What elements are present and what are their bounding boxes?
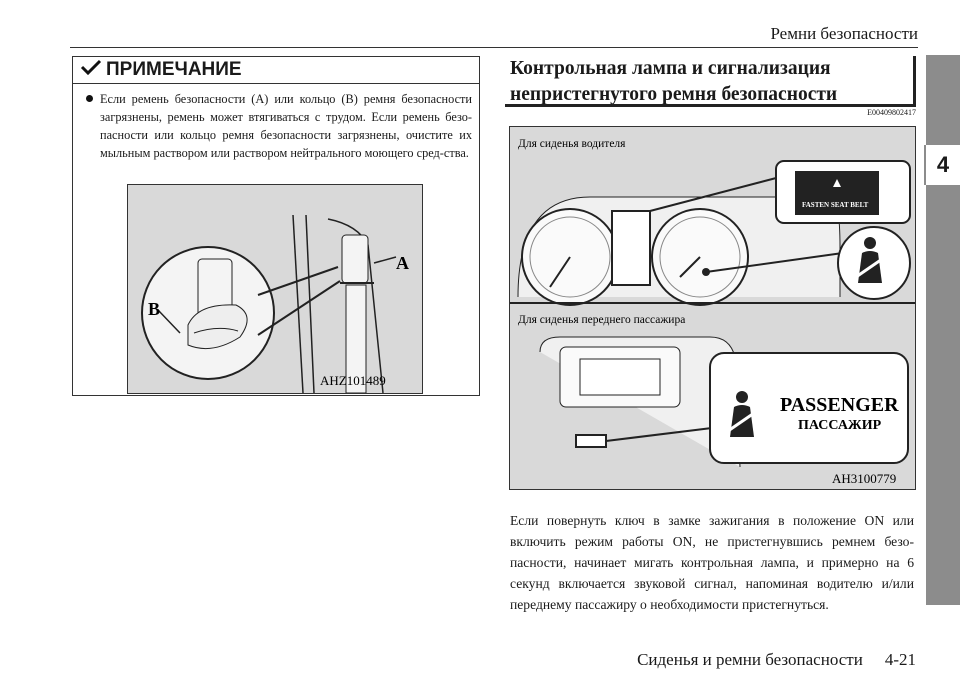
section-title-line1: Контрольная лампа и сигнализация bbox=[510, 58, 831, 79]
note-heading-text: ПРИМЕЧАНИЕ bbox=[106, 59, 242, 80]
figure-label-b: B bbox=[148, 299, 160, 319]
footer-section: Сиденья и ремни безопасности bbox=[637, 650, 863, 669]
bullet-icon bbox=[86, 95, 93, 102]
note-heading: ПРИМЕЧАНИЕ bbox=[72, 56, 480, 84]
driver-seat-label: Для сиденья водителя bbox=[518, 138, 626, 150]
checkmark-icon bbox=[80, 56, 102, 84]
fasten-seat-belt-text: FASTEN SEAT BELT bbox=[802, 201, 869, 209]
page-number: 4-21 bbox=[884, 650, 916, 669]
passenger-en-text: PASSENGER bbox=[780, 394, 899, 416]
page-footer: Сиденья и ремни безопасности 4-21 bbox=[637, 650, 916, 670]
running-header: Ремни безопасности bbox=[770, 24, 918, 43]
seatbelt-figure: A B AHZ101489 bbox=[127, 184, 423, 394]
passenger-seatbelt-icon bbox=[727, 391, 761, 437]
section-title: Контрольная лампа и сигнализация неприст… bbox=[510, 56, 918, 108]
section-code: E00409802417 bbox=[867, 108, 916, 117]
note-paragraph: Если ремень безопасности (A) или кольцо … bbox=[100, 92, 472, 160]
passenger-ru-text: ПАССАЖИР bbox=[798, 418, 882, 433]
chapter-side-tab bbox=[926, 55, 960, 605]
seatbelt-warning-icon bbox=[855, 237, 889, 283]
figure-code: AHZ101489 bbox=[320, 373, 386, 388]
figure-label-a: A bbox=[396, 253, 409, 273]
chapter-number: 4 bbox=[924, 145, 960, 185]
section-title-rule bbox=[505, 104, 915, 107]
passenger-seat-label: Для сиденья переднего пассажира bbox=[518, 314, 685, 326]
seatbelt-illustration: A B AHZ101489 bbox=[128, 185, 422, 394]
section-title-rule-vertical bbox=[913, 56, 916, 107]
warning-lamp-figure: Для сиденья водителя FASTEN SEAT BELT Дл… bbox=[509, 126, 916, 490]
body-paragraph: Если повернуть ключ в замке зажигания в … bbox=[510, 513, 914, 612]
header-rule bbox=[70, 47, 918, 48]
warning-lamp-illustration: Для сиденья водителя FASTEN SEAT BELT Дл… bbox=[510, 127, 915, 489]
section-title-line2: непристегнутого ремня безопасности bbox=[510, 84, 838, 105]
note-box bbox=[72, 56, 480, 396]
note-text: Если ремень безопасности (A) или кольцо … bbox=[86, 90, 472, 162]
chapter-number-text: 4 bbox=[936, 152, 950, 177]
figure-code-2: AH3100779 bbox=[832, 471, 896, 486]
